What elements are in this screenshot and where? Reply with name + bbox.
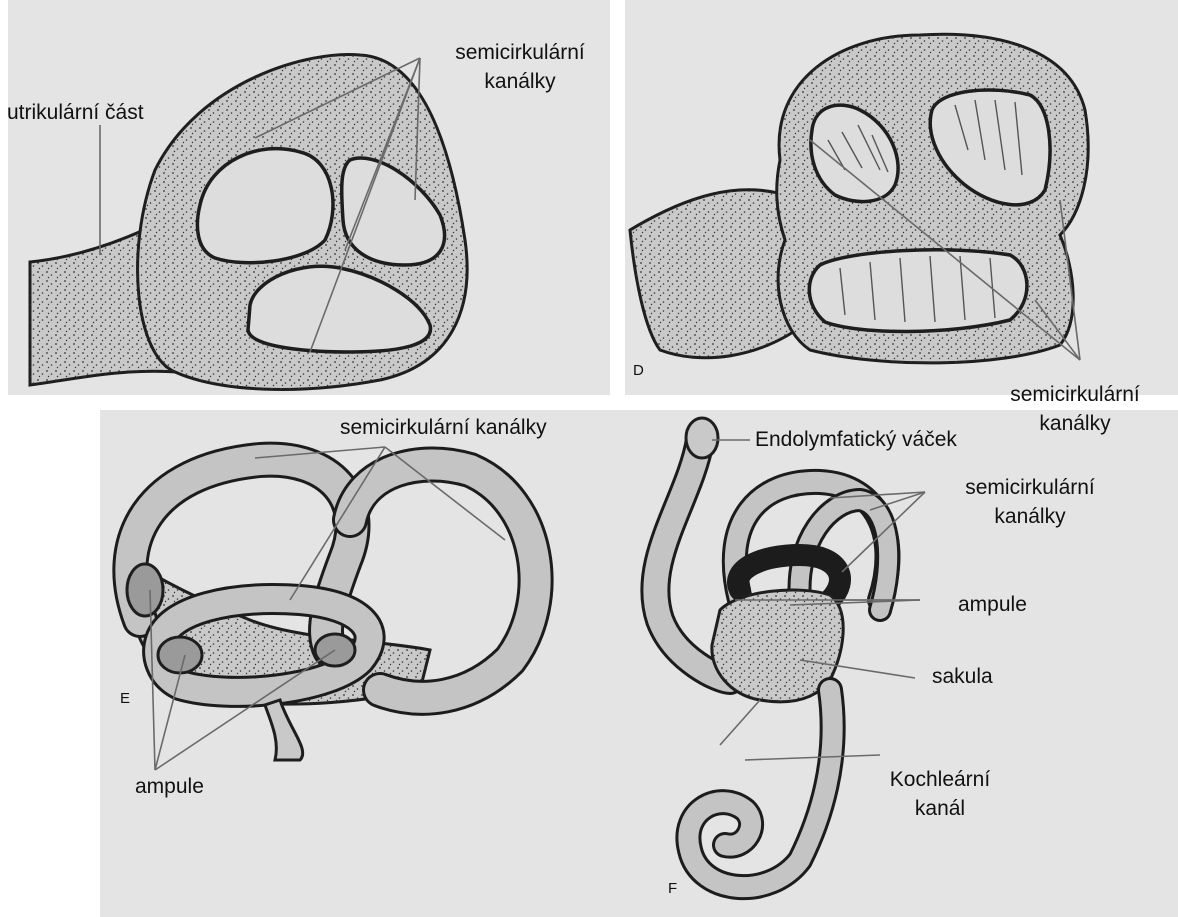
panel-letter-d: D <box>633 362 644 379</box>
label-ampullae-e: ampule <box>135 772 204 801</box>
label-ampullae-f: ampule <box>958 590 1027 619</box>
label-semicircular-canals-d: semicirkulární kanálky <box>980 380 1170 438</box>
label-semicircular-canals-e: semicirkulární kanálky <box>340 413 547 442</box>
ampulla-e-3 <box>127 564 163 616</box>
label-cochlear-canal: Kochleární kanál <box>860 765 1020 823</box>
label-utricular-part: utrikulární část <box>7 98 144 127</box>
endolymphatic-sac <box>686 418 718 458</box>
label-semicircular-canals-c: semicirkulární kanálky <box>420 38 620 96</box>
label-saccule: sakula <box>932 662 993 691</box>
panel-letter-e: E <box>120 690 130 707</box>
label-endolymphatic-sac: Endolymfatický váček <box>755 425 957 454</box>
panel-letter-f: F <box>668 880 677 897</box>
ampulla-e-1 <box>158 637 202 673</box>
label-semicircular-canals-f: semicirkulární kanálky <box>930 473 1130 531</box>
